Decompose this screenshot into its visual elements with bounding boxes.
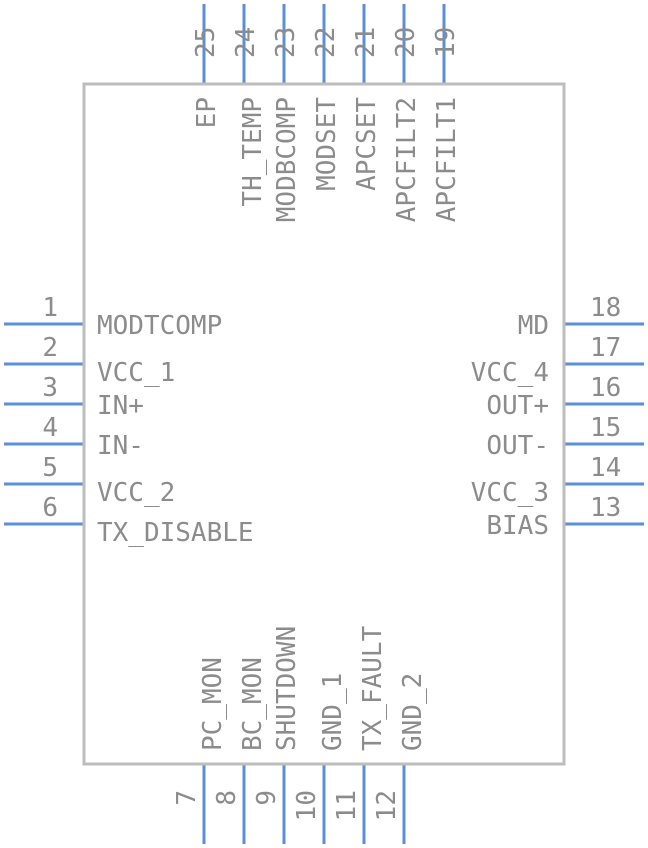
pin-number: 22 — [311, 27, 341, 58]
top-pins: 19 20 21 22 23 24 25 APCFILT1 APCFILT2 A… — [191, 27, 462, 223]
right-pins: 13 14 15 16 17 18 BIAS VCC_3 OUT- OUT+ V… — [471, 293, 622, 541]
pin-name: TH_TEMP — [238, 97, 268, 207]
pin-number: 5 — [42, 453, 58, 483]
pin-number: 9 — [252, 790, 282, 806]
pin-name: EP — [192, 97, 222, 128]
pin-name: IN- — [97, 431, 144, 461]
pin-name: IN+ — [97, 391, 144, 421]
pin-name: MODSET — [312, 97, 342, 191]
pin-name: BC_MON — [238, 657, 268, 751]
pin-number: 11 — [332, 790, 362, 821]
pin-number: 16 — [590, 373, 621, 403]
pin-number: 24 — [231, 27, 261, 58]
pin-name: GND_2 — [398, 673, 428, 751]
pin-name: PC_MON — [198, 657, 228, 751]
pin-number: 25 — [191, 27, 221, 58]
pin-number: 19 — [431, 27, 461, 58]
pin-name: GND_1 — [318, 673, 348, 751]
pin-number: 21 — [351, 27, 381, 58]
pin-number: 6 — [42, 493, 58, 523]
pin-name: MODBCOMP — [272, 97, 302, 222]
pin-name: VCC_3 — [471, 478, 549, 508]
pin-name: TX_DISABLE — [97, 518, 254, 548]
pin-name: VCC_4 — [471, 358, 549, 388]
pin-name: SHUTDOWN — [272, 626, 302, 751]
pin-name: TX_FAULT — [358, 625, 388, 751]
pin-name: OUT- — [486, 431, 549, 461]
pin-number: 12 — [372, 790, 402, 821]
pin-name: OUT+ — [486, 391, 549, 421]
pin-name: APCFILT1 — [432, 97, 462, 222]
pin-number: 7 — [172, 790, 202, 806]
pin-number: 3 — [42, 373, 58, 403]
left-pins: 1 2 3 4 5 6 MODTCOMP VCC_1 IN+ IN- VCC_2… — [42, 293, 253, 548]
pin-name: APCFILT2 — [392, 97, 422, 222]
pin-name: MD — [518, 311, 549, 341]
pin-number: 20 — [391, 27, 421, 58]
pin-number: 23 — [271, 27, 301, 58]
pin-number: 17 — [590, 333, 621, 363]
pin-name: VCC_1 — [97, 358, 175, 388]
pin-number: 8 — [212, 790, 242, 806]
pin-leads — [4, 4, 644, 844]
pin-name: APCSET — [352, 97, 382, 191]
pin-name: VCC_2 — [97, 478, 175, 508]
pin-name: MODTCOMP — [97, 311, 222, 341]
pin-number: 18 — [590, 293, 621, 323]
pin-number: 15 — [590, 413, 621, 443]
pin-number: 1 — [42, 293, 58, 323]
pin-number: 10 — [292, 790, 322, 821]
bottom-pins: 7 8 9 10 11 12 PC_MON BC_MON SHUTDOWN GN… — [172, 625, 428, 821]
pin-number: 2 — [42, 333, 58, 363]
pin-name: BIAS — [486, 511, 549, 541]
pin-number: 4 — [42, 413, 58, 443]
pin-number: 13 — [590, 493, 621, 523]
pin-number: 14 — [590, 453, 621, 483]
component-body — [82, 82, 566, 766]
